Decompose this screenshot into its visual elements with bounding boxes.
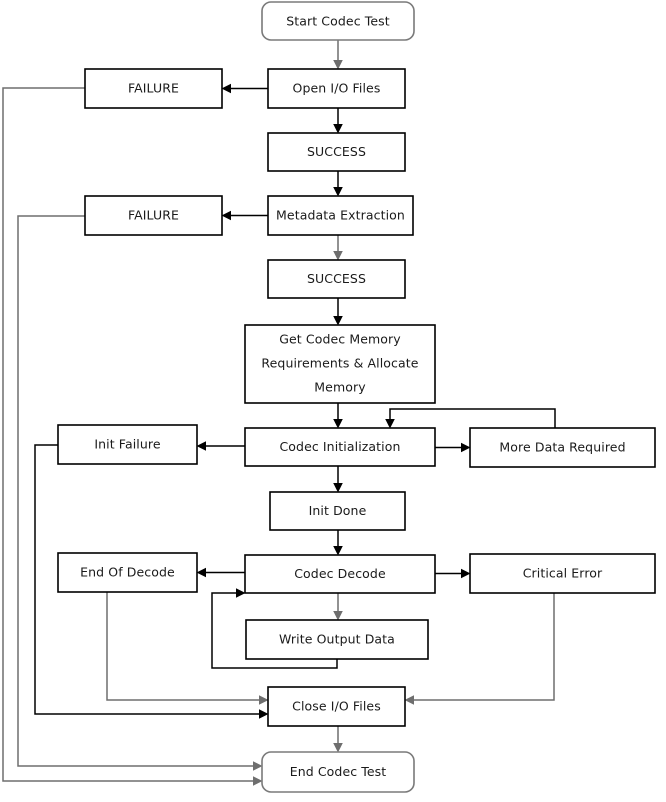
node-failure-open-io-label: FAILURE: [128, 81, 179, 96]
node-success-metadata-label: SUCCESS: [307, 271, 366, 286]
node-critical-error-label: Critical Error: [523, 566, 603, 581]
node-init-failure-shape[interactable]: [57, 424, 198, 465]
node-codec-decode-label: Codec Decode: [294, 566, 386, 581]
edge-more-data-to-codec-init: [385, 408, 556, 429]
edge-layer: [2, 40, 556, 786]
node-codec-initialization[interactable]: Codec Initialization: [244, 427, 436, 467]
node-open-io-files-shape[interactable]: [267, 68, 406, 109]
edge-critical-error-to-close-io: [404, 593, 555, 705]
node-critical-error-shape[interactable]: [469, 553, 656, 594]
node-layer: Start Codec Test Open I/O Files FAILURE …: [57, 1, 656, 793]
node-failure-metadata-label: FAILURE: [128, 208, 179, 223]
node-get-codec-memory[interactable]: Get Codec Memory Requirements & Allocate…: [244, 324, 436, 404]
node-get-codec-memory-shape[interactable]: [244, 324, 436, 404]
node-end-codec-test-shape[interactable]: [261, 751, 415, 793]
edge-failure-meta-to-end: [17, 215, 263, 771]
edge-open-io-to-failure: [221, 83, 268, 94]
edge-open-io-to-success: [333, 108, 343, 134]
node-more-data-required[interactable]: More Data Required: [469, 427, 656, 468]
node-get-codec-memory-label-line1: Get Codec Memory: [279, 332, 401, 347]
node-failure-open-io[interactable]: FAILURE: [84, 68, 223, 109]
node-more-data-required-shape[interactable]: [469, 427, 656, 468]
node-close-io-files-label: Close I/O Files: [292, 699, 381, 714]
node-codec-initialization-label: Codec Initialization: [279, 439, 400, 454]
node-codec-decode[interactable]: Codec Decode: [244, 554, 436, 594]
node-codec-initialization-shape[interactable]: [244, 427, 436, 467]
edge-init-failure-to-close-io: [34, 444, 269, 719]
node-init-failure-label: Init Failure: [94, 437, 160, 452]
edge-metadata-to-failure: [221, 210, 268, 221]
node-get-codec-memory-label-line2: Requirements & Allocate: [261, 356, 418, 371]
node-end-of-decode-label: End Of Decode: [80, 565, 175, 580]
node-failure-metadata-shape[interactable]: [84, 195, 223, 236]
node-end-of-decode-shape[interactable]: [57, 552, 198, 593]
node-end-codec-test-label: End Codec Test: [290, 764, 387, 779]
node-start-codec-test-shape[interactable]: [261, 1, 415, 41]
node-start-codec-test[interactable]: Start Codec Test: [261, 1, 415, 41]
node-more-data-required-label: More Data Required: [499, 440, 625, 455]
edge-success-to-metadata: [333, 171, 343, 197]
node-success-open-io[interactable]: SUCCESS: [267, 132, 406, 172]
node-init-done-shape[interactable]: [269, 491, 406, 531]
node-write-output-data-label: Write Output Data: [279, 632, 395, 647]
node-codec-decode-shape[interactable]: [244, 554, 436, 594]
node-end-of-decode[interactable]: End Of Decode: [57, 552, 198, 593]
node-success-open-io-shape[interactable]: [267, 132, 406, 172]
node-close-io-files-shape[interactable]: [267, 686, 406, 727]
edge-metadata-to-success: [333, 235, 343, 261]
edge-codec-init-to-init-failure: [196, 441, 245, 451]
node-init-done[interactable]: Init Done: [269, 491, 406, 531]
edge-init-done-to-codec-decode: [333, 530, 343, 556]
node-start-codec-test-label: Start Codec Test: [286, 14, 390, 29]
edge-codec-decode-to-write-output: [333, 593, 343, 621]
node-metadata-extraction-label: Metadata Extraction: [276, 208, 405, 223]
node-open-io-files[interactable]: Open I/O Files: [267, 68, 406, 109]
edge-success-to-get-memory: [333, 298, 343, 326]
edge-start-to-open-io: [333, 40, 343, 70]
edge-end-of-decode-to-close-io: [106, 592, 269, 705]
edge-codec-init-to-more-data: [435, 442, 471, 453]
node-get-codec-memory-label-line3: Memory: [314, 380, 366, 395]
edge-write-output-to-codec-decode: [211, 588, 338, 669]
node-end-codec-test[interactable]: End Codec Test: [261, 751, 415, 793]
edge-get-memory-to-codec-init: [333, 403, 343, 429]
edge-codec-decode-to-critical-error: [435, 568, 471, 579]
node-failure-open-io-shape[interactable]: [84, 68, 223, 109]
node-metadata-extraction[interactable]: Metadata Extraction: [267, 195, 414, 236]
node-write-output-data-shape[interactable]: [245, 619, 429, 660]
edge-codec-decode-to-end-of-decode: [196, 567, 245, 578]
node-init-done-label: Init Done: [309, 503, 367, 518]
node-success-metadata[interactable]: SUCCESS: [267, 259, 406, 299]
node-critical-error[interactable]: Critical Error: [469, 553, 656, 594]
node-failure-metadata[interactable]: FAILURE: [84, 195, 223, 236]
node-open-io-files-label: Open I/O Files: [293, 81, 381, 96]
node-close-io-files[interactable]: Close I/O Files: [267, 686, 406, 727]
edge-close-io-to-end: [333, 726, 343, 753]
node-write-output-data[interactable]: Write Output Data: [245, 619, 429, 660]
edge-codec-init-to-init-done: [333, 466, 343, 493]
edge-failure-open-to-end: [2, 87, 263, 786]
node-success-open-io-label: SUCCESS: [307, 144, 366, 159]
node-success-metadata-shape[interactable]: [267, 259, 406, 299]
node-metadata-extraction-shape[interactable]: [267, 195, 414, 236]
node-init-failure[interactable]: Init Failure: [57, 424, 198, 465]
